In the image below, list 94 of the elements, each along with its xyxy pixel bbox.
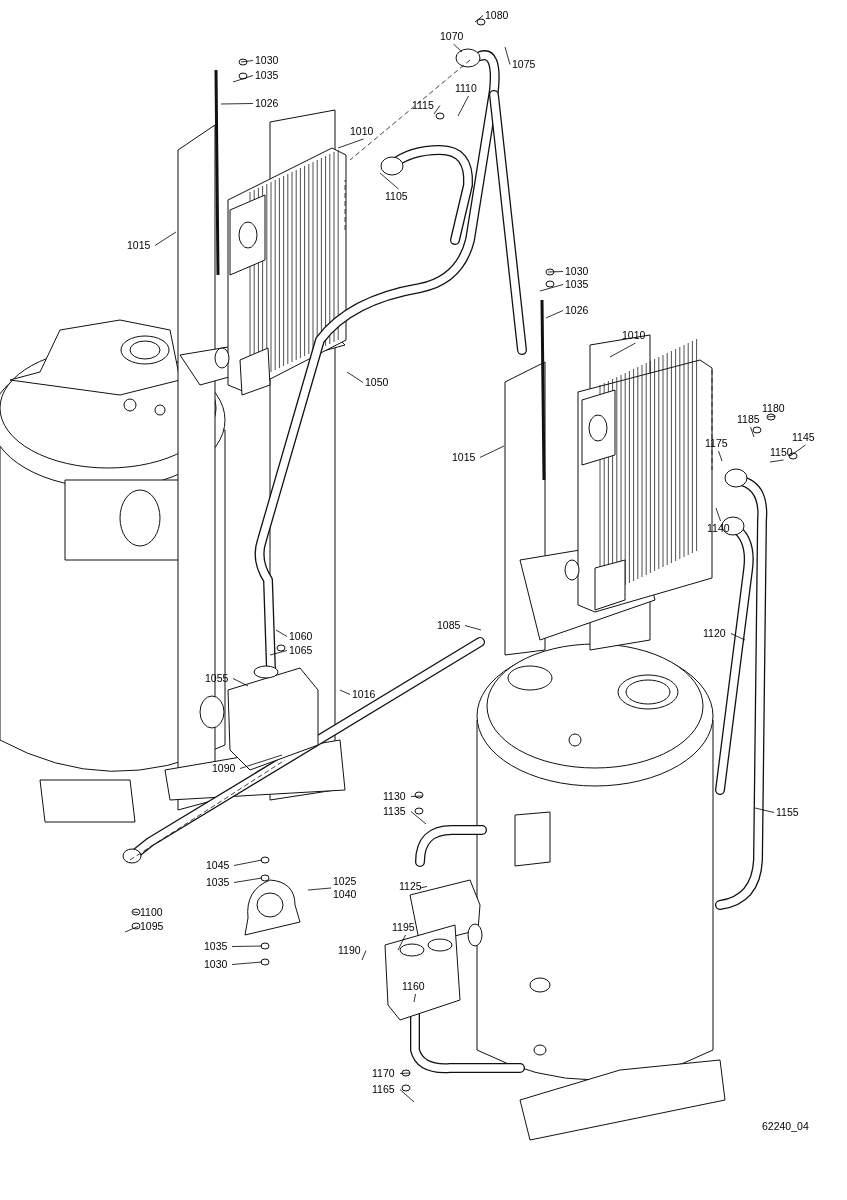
leader-line: [231, 961, 263, 965]
callout-number: 1030: [204, 958, 229, 971]
leader-line: [132, 911, 139, 913]
callout-number: 1035: [565, 278, 590, 291]
callout-number: 1030: [255, 54, 280, 67]
leader-line: [337, 138, 364, 149]
leader-line: [399, 1072, 411, 1074]
leader-line: [233, 859, 263, 866]
leader-line: [464, 625, 482, 631]
callout-number: 1016: [352, 688, 377, 701]
callout-number: 1015: [452, 451, 477, 464]
callout-number: 1130: [383, 790, 407, 803]
leader-line: [379, 172, 399, 190]
leader-line: [413, 993, 416, 1003]
leader-line: [769, 459, 784, 463]
callout-number: 1120: [703, 627, 727, 640]
leader-line: [789, 444, 806, 457]
callout-number: 1115: [412, 99, 435, 112]
leader-line: [539, 284, 564, 292]
leader-line: [457, 95, 469, 117]
callout-number: 1040: [333, 888, 358, 901]
callout-number: 1190: [338, 944, 362, 957]
callout-number: 1015: [127, 239, 152, 252]
leader-line: [410, 811, 427, 825]
callout-number: 1050: [365, 376, 390, 389]
leader-line: [474, 15, 484, 23]
leader-line: [419, 886, 428, 889]
callout-number: 1155: [776, 806, 800, 819]
callout-number: 1105: [385, 190, 409, 203]
leader-line: [232, 678, 249, 687]
leader-line: [231, 945, 263, 947]
leader-line: [269, 650, 288, 656]
callout-number: 1140: [707, 522, 731, 535]
leader-line: [433, 105, 441, 115]
callout-number: 1165: [372, 1083, 396, 1096]
callout-number: 1185: [737, 413, 761, 426]
leader-line: [504, 46, 511, 65]
leader-line: [545, 310, 564, 319]
callout-number: 1175: [705, 437, 729, 450]
leader-line: [339, 689, 351, 695]
leader-line: [730, 633, 746, 641]
leader-line: [275, 629, 288, 637]
callout-number: 1026: [565, 304, 590, 317]
callout-number: 1035: [206, 876, 231, 889]
callout-number: 1026: [255, 97, 280, 110]
leader-line: [715, 507, 721, 522]
callout-number: 1150: [770, 446, 794, 459]
callout-number: 1145: [792, 431, 816, 444]
callout-number: 1045: [206, 859, 231, 872]
callout-number: 1060: [289, 630, 314, 643]
leader-line: [240, 60, 254, 63]
callout-number: 1195: [392, 921, 416, 934]
leader-line: [220, 103, 254, 105]
callout-number: 1075: [512, 58, 537, 71]
leader-line: [397, 934, 406, 951]
callout-number: 1080: [485, 9, 510, 22]
leader-line: [307, 887, 332, 891]
leader-line: [154, 231, 177, 246]
callout-number: 1010: [350, 125, 375, 138]
leader-line: [346, 371, 364, 383]
drawing-number: 62240_04: [762, 1120, 809, 1132]
leader-line: [410, 795, 423, 797]
callout-number: 1070: [440, 30, 465, 43]
callout-number: 1090: [212, 762, 237, 775]
leader-line: [361, 950, 367, 961]
callout-number: 1100: [140, 906, 164, 919]
leader-line: [750, 426, 755, 438]
leader-line: [767, 415, 776, 418]
callout-number: 1010: [622, 329, 647, 342]
leader-line: [479, 445, 505, 458]
callout-number: 1085: [437, 619, 462, 632]
callout-number: 1135: [383, 805, 407, 818]
leader-line: [239, 754, 283, 769]
callout-number: 1035: [255, 69, 280, 82]
leader-line: [232, 75, 254, 83]
leader-line: [124, 926, 139, 933]
leader-line: [233, 877, 263, 883]
leader-line: [399, 1089, 415, 1103]
callout-number: 1160: [402, 980, 426, 993]
callout-number: 1180: [762, 402, 786, 415]
leader-line: [609, 342, 636, 358]
callout-number: 1065: [289, 644, 314, 657]
callout-number: 1035: [204, 940, 229, 953]
callout-number: 1170: [372, 1067, 396, 1080]
leader-line: [754, 807, 775, 813]
callout-number: 1055: [205, 672, 230, 685]
callout-number: 1030: [565, 265, 590, 278]
leader-line: [547, 271, 564, 273]
leader-line: [718, 450, 723, 462]
callout-number: 1025: [333, 875, 358, 888]
callout-number: 1125: [399, 880, 423, 893]
callout-number: 1095: [140, 920, 165, 933]
leader-line: [453, 43, 463, 53]
callout-number: 1110: [455, 82, 478, 95]
